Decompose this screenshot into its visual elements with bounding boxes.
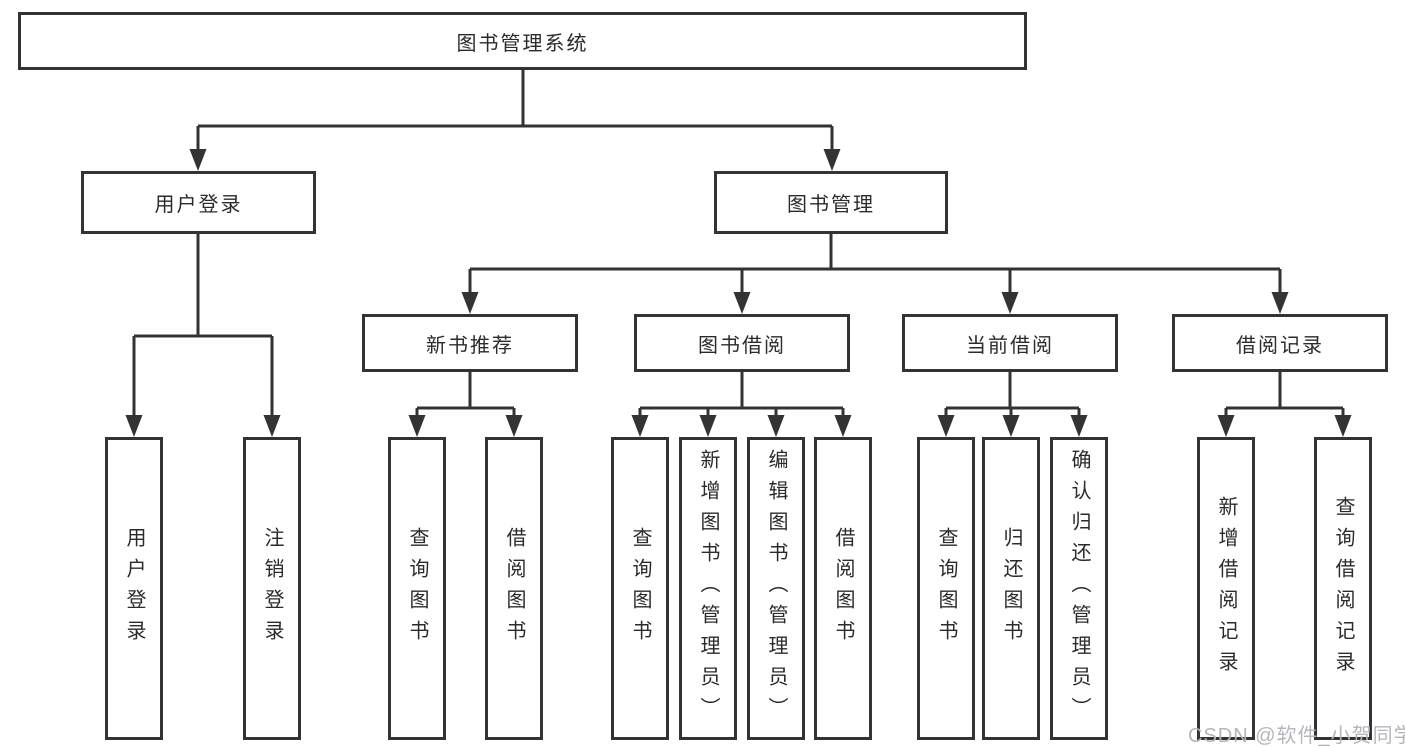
leaf-borrow-books-2-label: 借阅图书 xyxy=(832,526,854,651)
leaf-user-login-label: 用户登录 xyxy=(123,526,145,651)
node-current-borrowing: 当前借阅 xyxy=(902,314,1118,372)
leaf-add-books-admin: 新增图书（管理员） xyxy=(679,437,737,740)
node-borrowing-records: 借阅记录 xyxy=(1172,314,1388,372)
leaf-add-borrow-record: 新增借阅记录 xyxy=(1197,437,1255,740)
leaf-logout: 注销登录 xyxy=(243,437,301,740)
leaf-query-books-2-label: 查询图书 xyxy=(629,526,651,651)
leaf-borrow-books-1: 借阅图书 xyxy=(485,437,543,740)
leaf-add-borrow-record-label: 新增借阅记录 xyxy=(1215,495,1237,682)
leaf-return-books: 归还图书 xyxy=(982,437,1040,740)
watermark-text: CSDN @软件_小贺同学 xyxy=(1188,725,1405,747)
leaf-query-borrow-record-label: 查询借阅记录 xyxy=(1332,495,1354,682)
leaf-edit-books-admin: 编辑图书（管理员） xyxy=(747,437,805,740)
node-book-borrowing: 图书借阅 xyxy=(634,314,850,372)
leaf-confirm-return-admin: 确认归还（管理员） xyxy=(1050,437,1108,740)
node-book-management: 图书管理 xyxy=(714,171,948,234)
node-root: 图书管理系统 xyxy=(18,12,1027,70)
leaf-logout-label: 注销登录 xyxy=(261,526,283,651)
leaf-query-borrow-record: 查询借阅记录 xyxy=(1314,437,1372,740)
leaf-user-login: 用户登录 xyxy=(105,437,163,740)
leaf-query-books-2: 查询图书 xyxy=(611,437,669,740)
leaf-query-books-3-label: 查询图书 xyxy=(935,526,957,651)
leaf-confirm-return-admin-label: 确认归还（管理员） xyxy=(1068,449,1090,728)
node-new-book-recommendation: 新书推荐 xyxy=(362,314,578,372)
leaf-borrow-books-2: 借阅图书 xyxy=(814,437,872,740)
leaf-query-books-3: 查询图书 xyxy=(917,437,975,740)
leaf-borrow-books-1-label: 借阅图书 xyxy=(503,526,525,651)
leaf-return-books-label: 归还图书 xyxy=(1000,526,1022,651)
leaf-edit-books-admin-label: 编辑图书（管理员） xyxy=(765,449,787,728)
node-user-login: 用户登录 xyxy=(81,171,316,234)
leaf-add-books-admin-label: 新增图书（管理员） xyxy=(697,449,719,728)
leaf-query-books-1: 查询图书 xyxy=(388,437,446,740)
leaf-query-books-1-label: 查询图书 xyxy=(406,526,428,651)
